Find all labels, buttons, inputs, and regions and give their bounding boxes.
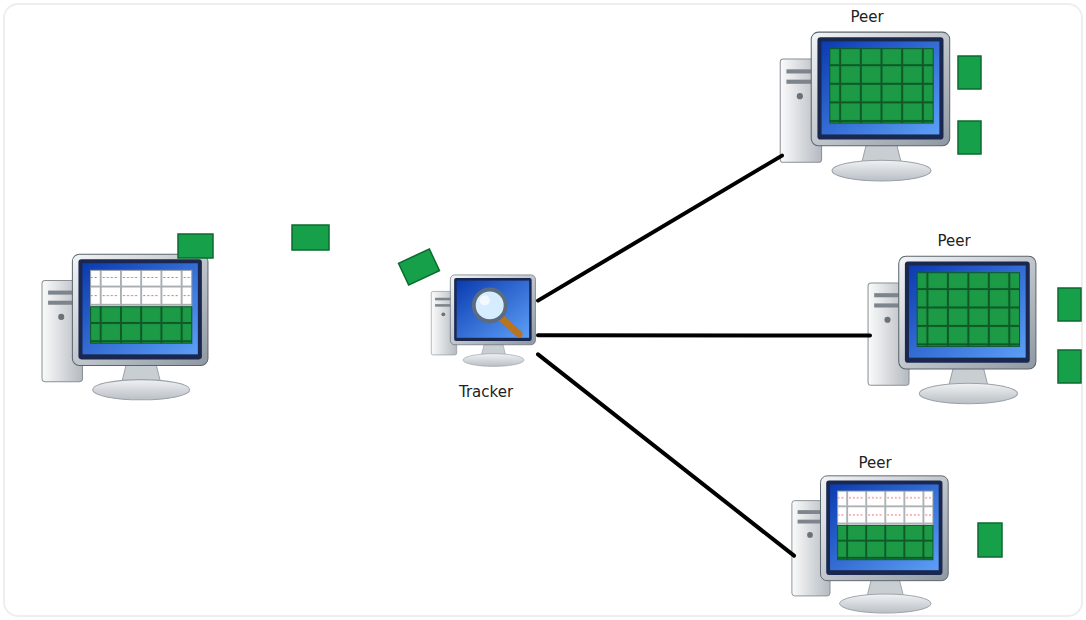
tracker-node: Tracker [430,275,542,403]
file-pieces [178,56,1081,557]
node-label: Peer [855,454,894,472]
node-label: Peer [847,8,886,26]
file-piece [292,225,329,250]
file-piece [178,234,213,258]
peer-computer [792,476,948,613]
file-piece [978,523,1002,557]
peer-node: Peer [790,452,960,614]
file-piece [958,121,981,154]
tracker-computer [431,275,535,366]
file-piece [958,56,981,89]
peer-computer [868,256,1036,403]
file-piece [399,249,440,285]
connection-line [538,156,782,301]
connection-line [538,354,794,555]
peer-computer [780,32,949,181]
file-piece [1058,288,1081,321]
connection-line [538,333,870,337]
node-label: Peer [934,232,973,250]
peer-node: Peer [778,6,956,182]
node-label: Tracker [456,383,516,401]
file-piece [1058,350,1081,383]
frame [4,4,1082,616]
downloader-computer [42,254,208,400]
peer-node: Peer [866,230,1042,406]
